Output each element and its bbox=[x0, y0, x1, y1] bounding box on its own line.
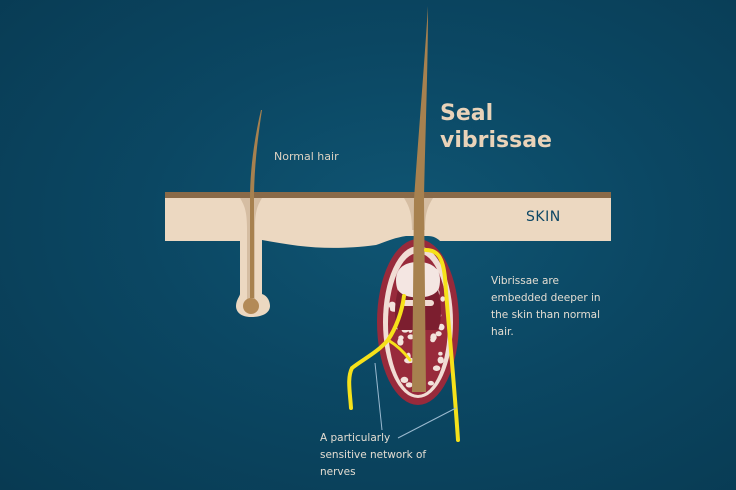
nerve-network bbox=[347, 248, 460, 442]
nerve-pointer-left bbox=[374, 362, 383, 431]
skin-body bbox=[165, 197, 611, 317]
title-line-1: Seal bbox=[440, 101, 494, 126]
nerve-branch bbox=[386, 338, 412, 362]
tissue-cell bbox=[397, 338, 404, 346]
nerve-network-note: A particularly sensitive network of nerv… bbox=[320, 432, 427, 478]
vibrissae-depth-note: Vibrissae are embedded deeper in the ski… bbox=[491, 275, 601, 338]
tissue-cell bbox=[438, 323, 445, 331]
skin-label: SKIN bbox=[526, 209, 561, 225]
tissue-cell bbox=[400, 376, 409, 383]
title-line-2: vibrissae bbox=[440, 128, 552, 153]
tissue-cell bbox=[435, 331, 442, 337]
tissue-cell bbox=[427, 380, 434, 386]
tissue-cell bbox=[438, 351, 443, 356]
tissue-cell bbox=[407, 334, 414, 340]
skin-surface-line bbox=[165, 192, 611, 198]
normal-hair-shaft bbox=[250, 110, 262, 298]
tissue-cell bbox=[437, 356, 444, 364]
diagram-title: Seal vibrissae bbox=[440, 100, 580, 154]
nerve-right bbox=[424, 248, 460, 442]
tissue-cell bbox=[388, 301, 396, 309]
tissue-cell bbox=[440, 296, 446, 302]
nerve-left bbox=[347, 294, 406, 410]
nerve-pointer-right bbox=[397, 407, 457, 439]
tissue-cell bbox=[430, 333, 437, 342]
pointer-lines bbox=[374, 362, 457, 439]
tissue-cell bbox=[398, 335, 404, 341]
vibrissa-shaft bbox=[412, 6, 428, 392]
tissue-cell bbox=[432, 365, 441, 372]
normal-hair-label: Normal hair bbox=[274, 150, 339, 163]
normal-hair-bulb bbox=[243, 298, 259, 314]
normal-hair bbox=[243, 110, 262, 314]
tissue-cell bbox=[405, 382, 413, 388]
